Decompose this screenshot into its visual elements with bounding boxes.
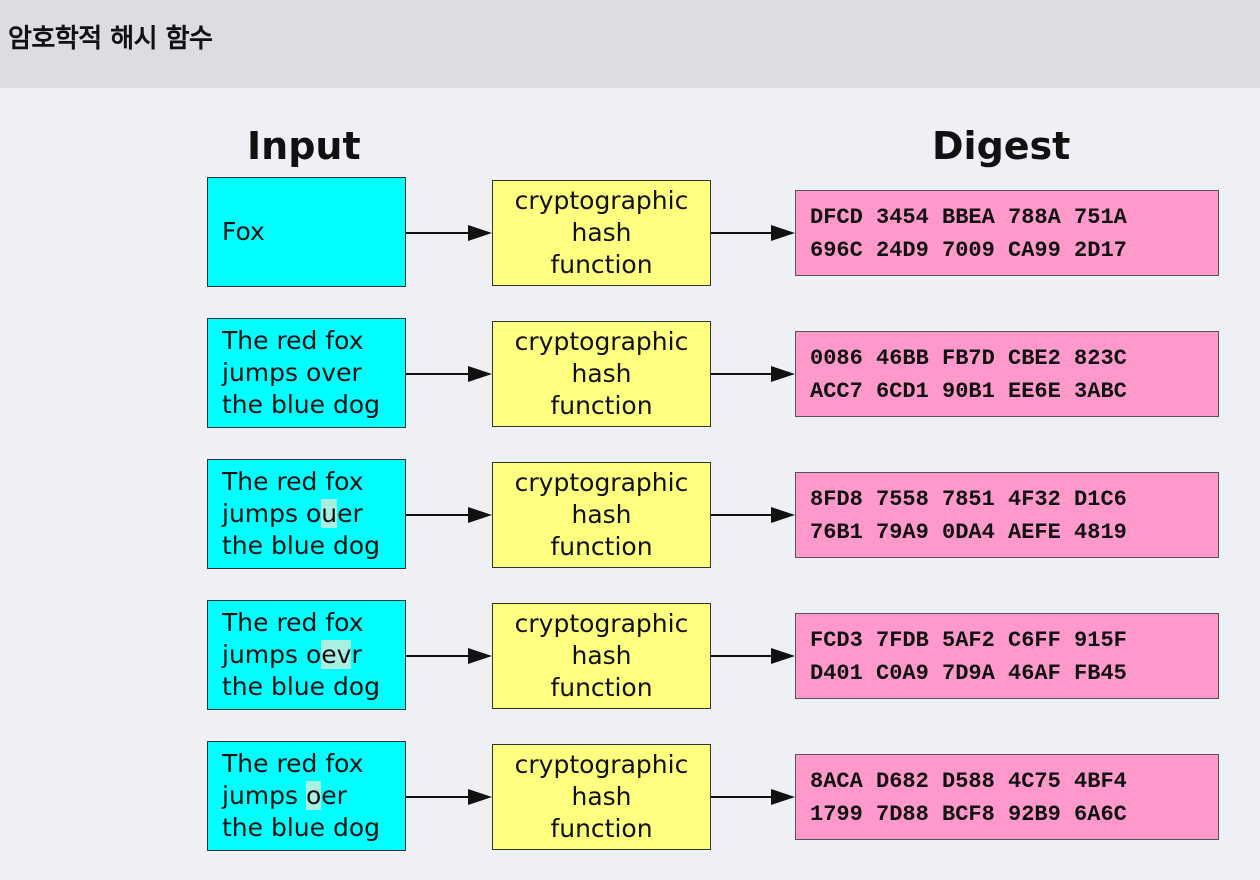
hash-function-label: function (550, 673, 653, 702)
changed-text: o (305, 781, 322, 810)
input-box: The red fox jumps ouer the blue dog (207, 459, 406, 569)
arrow-head (771, 366, 795, 382)
digest-line: 696C 24D9 7009 CA99 2D17 (810, 238, 1127, 263)
arrow-head (468, 225, 492, 241)
hash-function-label: hash (571, 218, 632, 247)
hash-function-label: function (550, 532, 653, 561)
input-text: Fox (222, 216, 265, 248)
input-text-segment: The red fox jumps o (222, 608, 364, 669)
hash-function-box: cryptographic hash function (492, 744, 711, 850)
input-text-segment: er the blue dog (222, 499, 380, 560)
hash-function-label: cryptographic (514, 468, 689, 497)
input-box: The red fox jumps oer the blue dog (207, 741, 406, 851)
arrow-head (771, 789, 795, 805)
hash-function-label: cryptographic (514, 186, 689, 215)
hash-function-box: cryptographic hash function (492, 603, 711, 709)
digest-line: 8ACA D682 D588 4C75 4BF4 (810, 769, 1127, 794)
digest-line: D401 C0A9 7D9A 46AF FB45 (810, 661, 1127, 686)
hash-function-box: cryptographic hash function (492, 180, 711, 286)
arrow-head (468, 789, 492, 805)
digest-line: DFCD 3454 BBEA 788A 751A (810, 205, 1127, 230)
hash-to-digest-arrow (711, 507, 795, 523)
hash-to-digest-arrow (711, 789, 795, 805)
arrow-head (771, 648, 795, 664)
digest-line: 8FD8 7558 7851 4F32 D1C6 (810, 487, 1127, 512)
input-text-segment: Fox (222, 217, 265, 246)
input-to-hash-arrow (406, 366, 492, 382)
hash-function-box: cryptographic hash function (492, 462, 711, 568)
hash-function-label: cryptographic (514, 327, 689, 356)
hash-to-digest-arrow (711, 648, 795, 664)
input-to-hash-arrow (406, 648, 492, 664)
input-text-segment: The red fox jumps (222, 749, 364, 810)
digest-column-heading: Digest (932, 124, 1071, 168)
digest-box: 8FD8 7558 7851 4F32 D1C6 76B1 79A9 0DA4 A… (795, 472, 1219, 558)
input-to-hash-arrow (406, 789, 492, 805)
hash-function-label: function (550, 814, 653, 843)
input-text: The red fox jumps oevr the blue dog (222, 607, 380, 703)
hash-to-digest-arrow (711, 225, 795, 241)
digest-line: 1799 7D88 BCF8 92B9 6A6C (810, 802, 1127, 827)
diagram-row: The red fox jumps oer the blue dog crypto… (0, 741, 1260, 853)
digest-line: 76B1 79A9 0DA4 AEFE 4819 (810, 520, 1127, 545)
digest-box: 0086 46BB FB7D CBE2 823C ACC7 6CD1 90B1 E… (795, 331, 1219, 417)
diagram-row: The red fox jumps over the blue dog crypt… (0, 318, 1260, 430)
page-title: 암호학적 해시 함수 (8, 24, 213, 54)
input-text: The red fox jumps ouer the blue dog (222, 466, 380, 562)
diagram-row: The red fox jumps ouer the blue dog crypt… (0, 459, 1260, 571)
hash-function-label: cryptographic (514, 609, 689, 638)
changed-text: u (321, 499, 338, 528)
input-text: The red fox jumps over the blue dog (222, 325, 380, 421)
hash-function-label: hash (571, 782, 632, 811)
input-text-segment: er the blue dog (222, 781, 380, 842)
input-text-segment: r the blue dog (222, 640, 380, 701)
input-column-heading: Input (247, 124, 361, 168)
arrow-head (771, 225, 795, 241)
digest-box: DFCD 3454 BBEA 788A 751A 696C 24D9 7009 C… (795, 190, 1219, 276)
hash-function-box: cryptographic hash function (492, 321, 711, 427)
diagram-row: The red fox jumps oevr the blue dog crypt… (0, 600, 1260, 712)
input-box: The red fox jumps over the blue dog (207, 318, 406, 428)
arrow-head (771, 507, 795, 523)
input-to-hash-arrow (406, 507, 492, 523)
diagram-row: Fox cryptographic hash function DFCD 3454 BB… (0, 177, 1260, 289)
digest-line: 0086 46BB FB7D CBE2 823C (810, 346, 1127, 371)
input-text-segment: The red fox jumps o (222, 467, 364, 528)
arrow-head (468, 648, 492, 664)
hash-function-label: function (550, 250, 653, 279)
input-text: The red fox jumps oer the blue dog (222, 748, 380, 844)
arrow-head (468, 366, 492, 382)
changed-text: ev (321, 640, 352, 669)
digest-line: FCD3 7FDB 5AF2 C6FF 915F (810, 628, 1127, 653)
input-to-hash-arrow (406, 225, 492, 241)
hash-function-label: hash (571, 500, 632, 529)
input-box: The red fox jumps oevr the blue dog (207, 600, 406, 710)
digest-box: 8ACA D682 D588 4C75 4BF4 1799 7D88 BCF8 9… (795, 754, 1219, 840)
hash-function-label: hash (571, 359, 632, 388)
arrow-head (468, 507, 492, 523)
hash-function-label: cryptographic (514, 750, 689, 779)
page-header: 암호학적 해시 함수 (0, 0, 1260, 88)
input-box: Fox (207, 177, 406, 287)
hash-function-label: hash (571, 641, 632, 670)
digest-line: ACC7 6CD1 90B1 EE6E 3ABC (810, 379, 1127, 404)
digest-box: FCD3 7FDB 5AF2 C6FF 915F D401 C0A9 7D9A 4… (795, 613, 1219, 699)
hash-to-digest-arrow (711, 366, 795, 382)
input-text-segment: The red fox jumps over the blue dog (222, 326, 380, 419)
hash-function-label: function (550, 391, 653, 420)
